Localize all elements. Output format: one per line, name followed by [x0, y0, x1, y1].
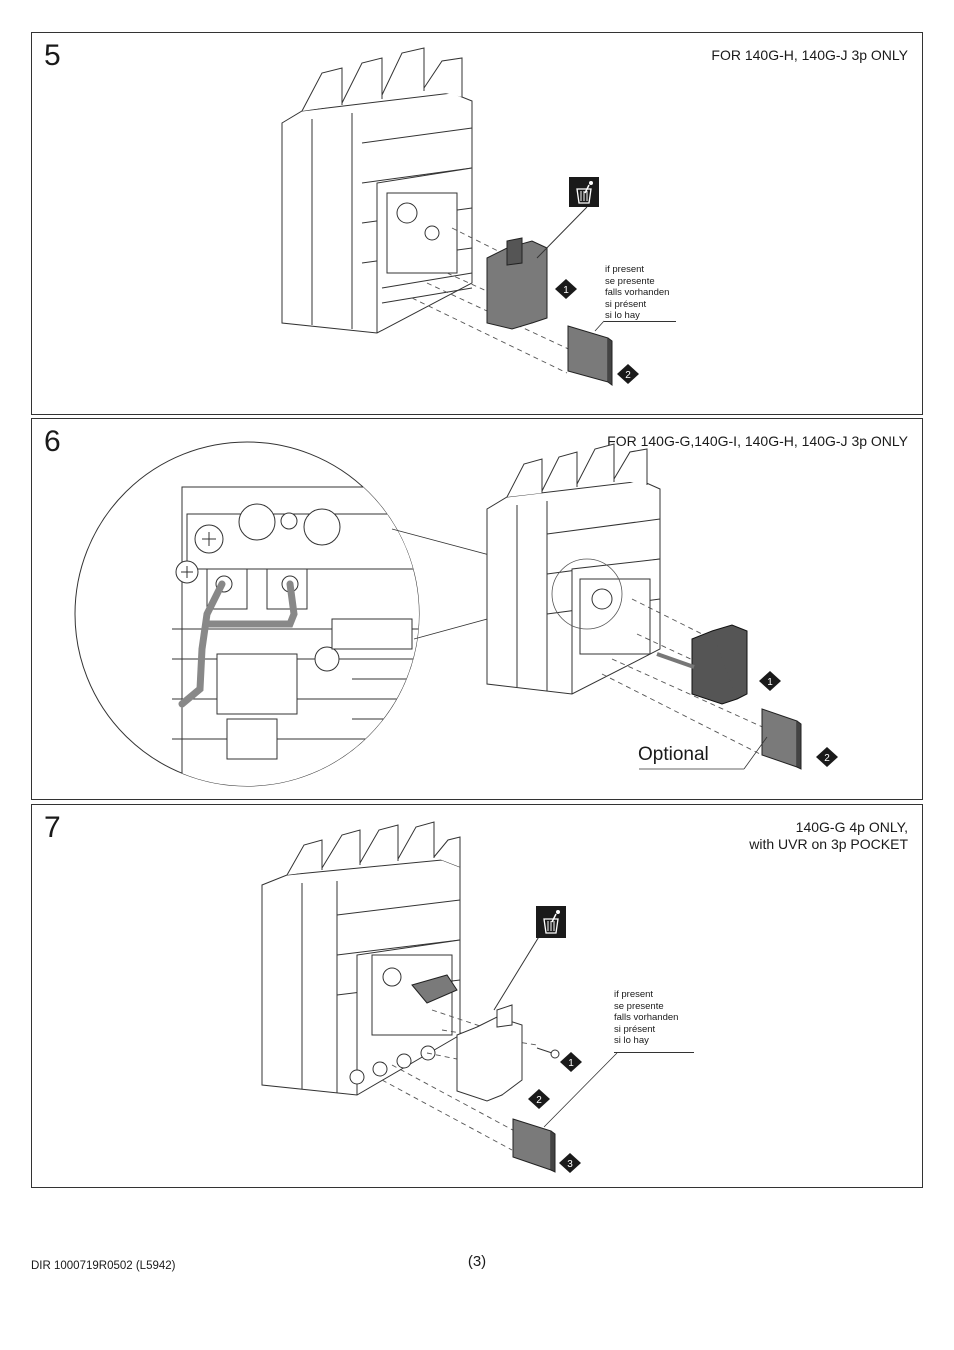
breaker-detail-illustration: 1 2 [74, 441, 838, 787]
step-title: FOR 140G-H, 140G-J 3p ONLY [711, 47, 908, 63]
document-reference: DIR 1000719R0502 (L5942) [31, 1260, 176, 1272]
step-6-panel: 6 FOR 140G-G,140G-I, 140G-H, 140G-J 3p O… [31, 418, 923, 800]
note-line: si présent [614, 1023, 656, 1035]
note-line: si lo hay [614, 1035, 649, 1046]
step-number: 6 [44, 425, 61, 458]
step-badge-2: 2 [528, 1089, 550, 1109]
note-line: si présent [605, 298, 647, 310]
breaker-4p-illustration: 1 2 3 [261, 821, 618, 1173]
step-title: 140G-G 4p ONLY, with UVR on 3p POCKET [749, 819, 908, 853]
note-line: si lo hay [605, 310, 640, 321]
if-present-note: if present se presente falls vorhanden s… [614, 989, 678, 1047]
note-underline [614, 1052, 694, 1053]
svg-text:3: 3 [567, 1159, 573, 1170]
step-number: 7 [44, 811, 61, 844]
note-line: se presente [614, 1000, 664, 1012]
svg-text:2: 2 [824, 753, 830, 764]
page-number: (3) [467, 1253, 487, 1270]
svg-text:1: 1 [563, 285, 569, 296]
svg-text:1: 1 [568, 1058, 574, 1069]
note-line: se presente [605, 275, 655, 287]
note-line: falls vorhanden [605, 287, 670, 298]
trash-bin-icon [536, 906, 566, 938]
breaker-illustration: 1 2 [281, 47, 639, 386]
step-7-panel: 7 140G-G 4p ONLY, with UVR on 3p POCKET [31, 804, 923, 1188]
trash-bin-icon [569, 177, 599, 207]
step-title: FOR 140G-G,140G-I, 140G-H, 140G-J 3p ONL… [607, 433, 908, 449]
svg-text:2: 2 [625, 370, 631, 381]
optional-label: Optional [638, 744, 709, 765]
step-number: 5 [44, 39, 61, 72]
note-line: if present [605, 264, 645, 275]
svg-text:1: 1 [767, 677, 773, 688]
step-badge-2: 2 [617, 364, 639, 384]
note-underline [604, 321, 676, 322]
note-line: if present [614, 989, 654, 1000]
note-line: falls vorhanden [614, 1012, 679, 1023]
step-title-line-2: with UVR on 3p POCKET [749, 836, 908, 852]
step-5-panel: 5 FOR 140G-H, 140G-J 3p ONLY [31, 32, 923, 415]
step-badge-1: 1 [555, 279, 577, 299]
step-badge-1: 1 [759, 671, 781, 691]
step-badge-3: 3 [559, 1153, 581, 1173]
if-present-note: if present se presente falls vorhanden s… [605, 264, 669, 322]
step-title-line-1: 140G-G 4p ONLY, [795, 819, 908, 835]
svg-text:2: 2 [536, 1095, 542, 1106]
step-badge-1: 1 [560, 1052, 582, 1072]
step-badge-2: 2 [816, 747, 838, 767]
